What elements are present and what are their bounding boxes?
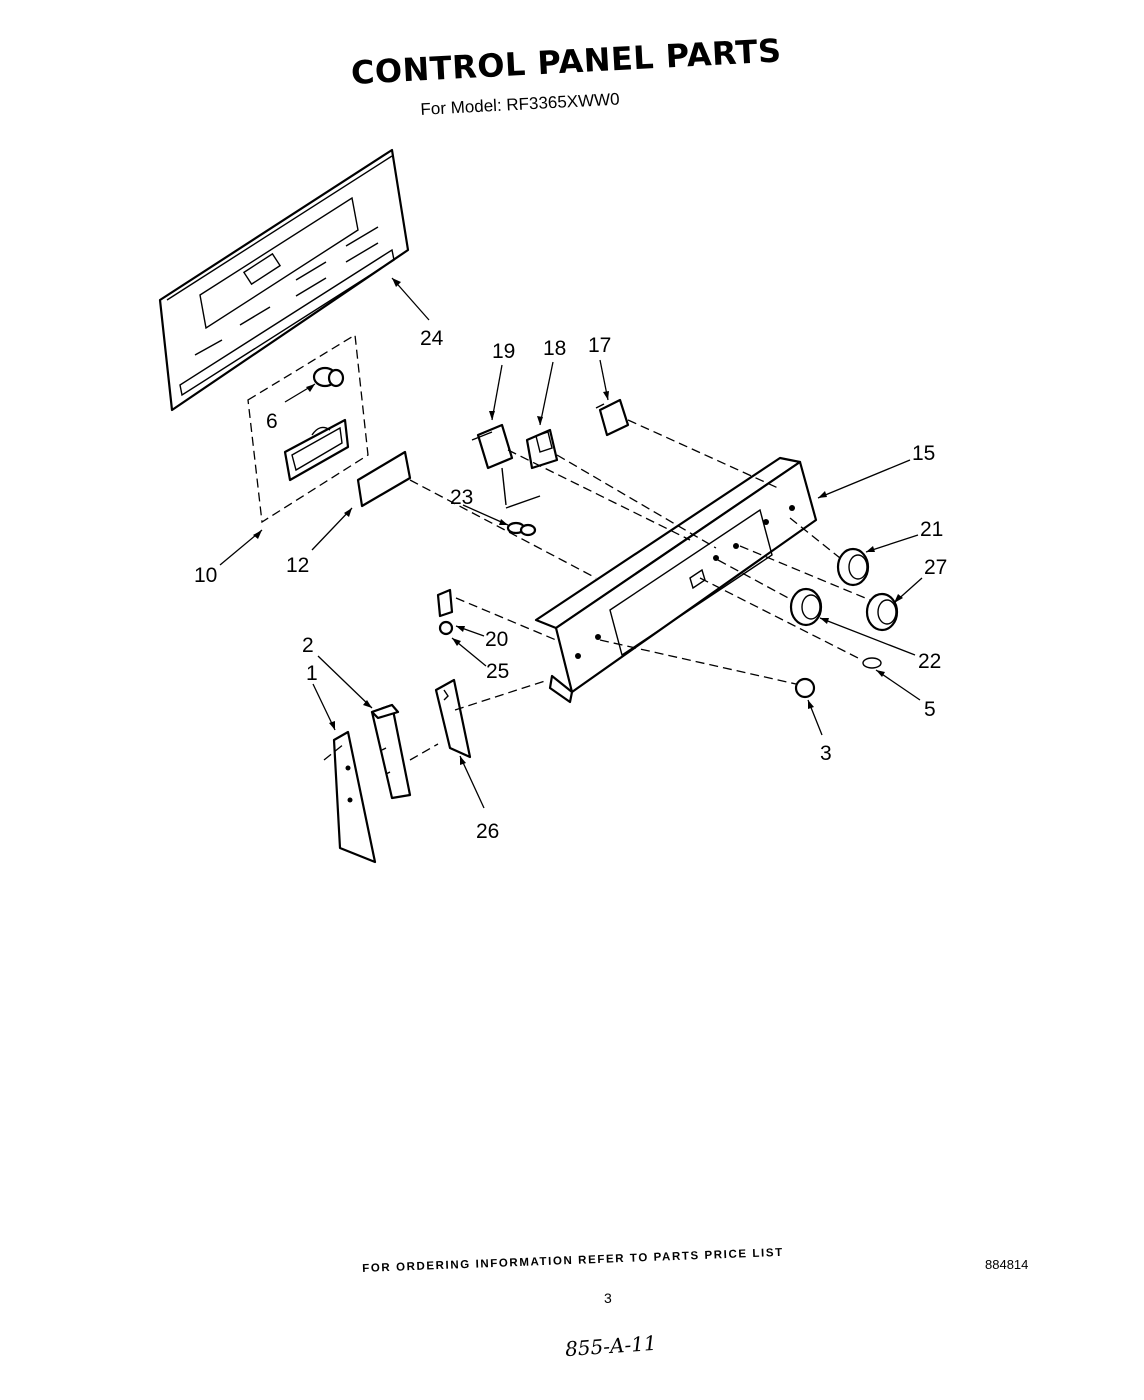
clip-5 <box>862 657 882 669</box>
callout-22: 22 <box>918 650 941 673</box>
callout-18: 18 <box>543 337 566 360</box>
callout-21: 21 <box>920 518 943 541</box>
switch-18 <box>525 428 559 470</box>
main-control-panel <box>534 456 818 704</box>
callout-2: 2 <box>302 634 314 657</box>
indicator-light-20 <box>436 588 454 618</box>
knob-22 <box>789 587 823 627</box>
callout-24: 24 <box>420 327 444 350</box>
button-3 <box>794 677 816 699</box>
thermostat-bulb <box>505 495 541 537</box>
clock-body <box>283 418 350 482</box>
indicator-lens-25 <box>438 620 454 636</box>
callout-12: 12 <box>286 554 309 577</box>
page-number: 3 <box>604 1290 612 1306</box>
knob-21 <box>836 547 870 587</box>
bracket-2 <box>370 703 412 800</box>
callout-3: 3 <box>820 742 832 765</box>
callout-26: 26 <box>476 820 499 843</box>
rear-console-panel <box>158 148 410 412</box>
callout-6: 6 <box>266 410 278 433</box>
end-cap-1 <box>332 730 377 864</box>
switch-17 <box>595 398 630 437</box>
callout-1: 1 <box>306 662 318 685</box>
clock-assembly-frame <box>247 333 369 524</box>
switch-19 <box>471 423 514 506</box>
clock-knob <box>312 366 345 388</box>
callout-5: 5 <box>924 698 936 721</box>
callout-25: 25 <box>486 660 509 683</box>
clock-lens <box>356 450 412 508</box>
document-number: 884814 <box>985 1257 1029 1272</box>
knob-27 <box>865 592 899 632</box>
callout-27: 27 <box>924 556 947 579</box>
callout-10: 10 <box>194 564 217 587</box>
callout-15: 15 <box>912 442 935 465</box>
callout-17: 17 <box>588 334 611 357</box>
callout-labels: 24 6 10 12 23 19 18 17 15 21 27 22 5 3 2… <box>194 327 947 843</box>
callout-19: 19 <box>492 340 515 363</box>
bracket-26 <box>434 678 472 759</box>
callout-20: 20 <box>485 628 508 651</box>
leader-lines <box>219 277 923 809</box>
callout-23: 23 <box>450 486 473 509</box>
assembly-lines <box>323 419 871 761</box>
